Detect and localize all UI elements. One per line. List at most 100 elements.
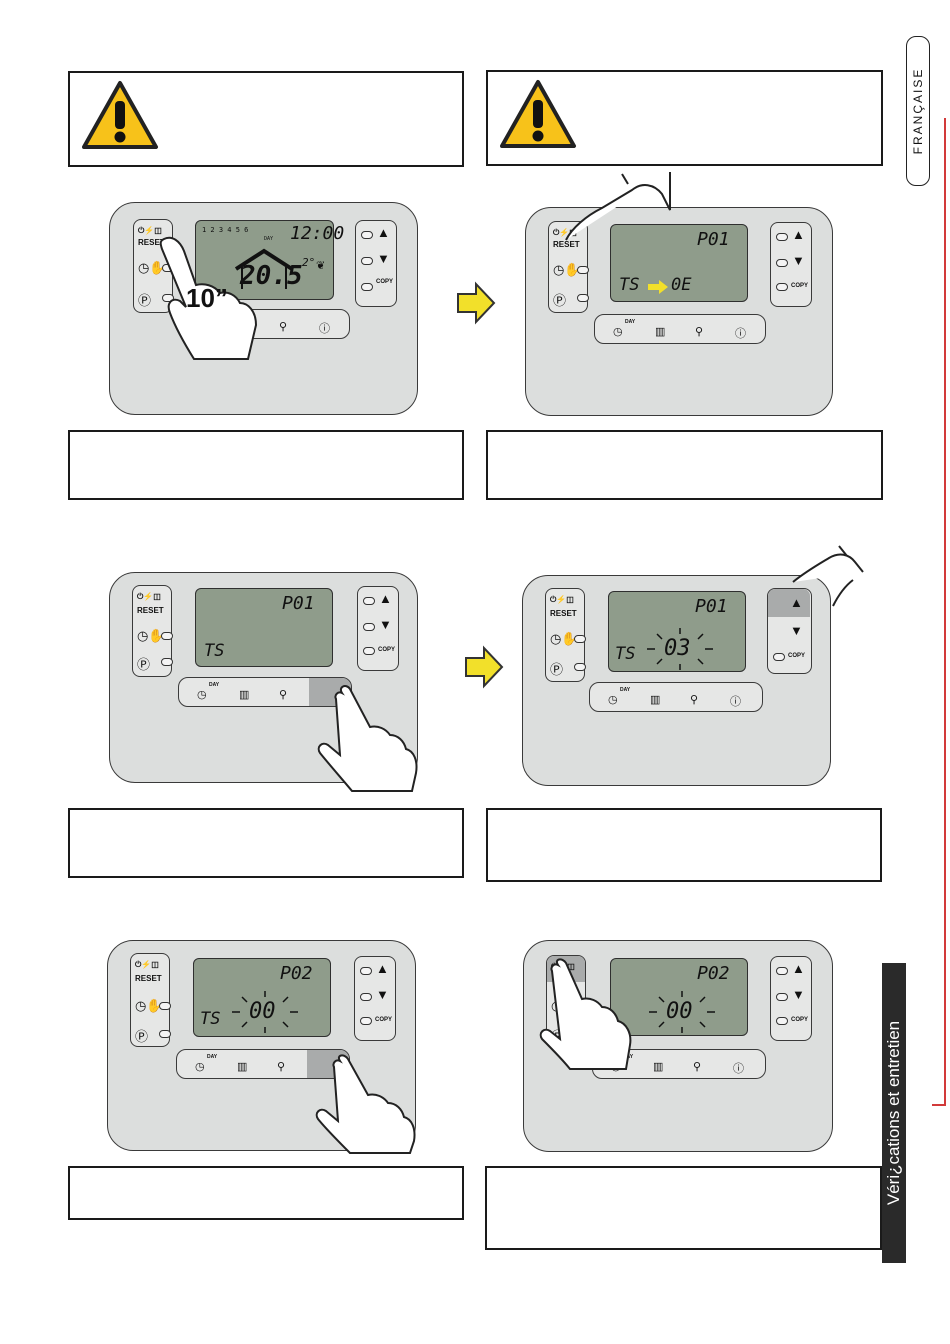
lcd-display: P01 TS <box>195 588 333 667</box>
lcd-display: P02 00 <box>610 958 748 1036</box>
bottom-button-row[interactable]: ◷ DAY ▥ ⚲ ⓘ <box>594 314 766 344</box>
power-dhw-icon: ⏻⚡◫ <box>550 595 574 604</box>
lcd-display: 1 2 3 4 5 6 DAY 12:00 20.5 2° ❦ <box>195 220 344 300</box>
up-arrow-icon[interactable]: ▲ <box>379 591 392 606</box>
ts-label: TS <box>615 644 636 664</box>
right-button-column[interactable]: ▲ ▼ COPY <box>354 956 396 1041</box>
parameter-value: 00 <box>666 999 693 1024</box>
up-arrow-icon[interactable]: ▲ <box>792 227 805 242</box>
info-icon: ⓘ <box>733 1063 744 1075</box>
lcd-display: P01 TS 03 <box>608 591 746 672</box>
parameter-code: P01 <box>282 593 315 614</box>
margin-line <box>944 118 946 1106</box>
caption-box-5 <box>68 1166 464 1220</box>
right-button-column[interactable]: ▲ ▼ COPY <box>357 586 399 671</box>
copy-label: COPY <box>791 1017 809 1023</box>
pressing-hand-icon <box>792 545 864 607</box>
radiator-icon: ▥ <box>237 1061 248 1073</box>
radiator-icon: ▥ <box>650 694 661 706</box>
language-tab: FRANÇAISE <box>906 36 930 186</box>
tap-icon: ⚲ <box>279 689 288 701</box>
right-button-column[interactable]: ▲ ▼ COPY <box>770 956 812 1041</box>
small-temp: 2° <box>302 256 316 269</box>
day-label: DAY <box>209 682 220 688</box>
up-arrow-icon[interactable]: ▲ <box>377 225 390 240</box>
right-button-column[interactable]: ▲ ▼ COPY <box>355 220 397 307</box>
warning-icon <box>500 80 576 148</box>
parameter-value: 0E <box>671 275 692 295</box>
warning-box-left <box>68 71 464 167</box>
clock-day-icon: ◷ <box>195 1061 205 1073</box>
pressing-hand-icon <box>315 1054 416 1154</box>
right-button-column[interactable]: ▲ ▼ COPY <box>770 222 812 307</box>
lcd-display: P01 TS 0E <box>610 224 748 302</box>
down-arrow-icon[interactable]: ▼ <box>790 623 803 638</box>
time-display: 12:00 <box>290 223 345 244</box>
pressing-hand-icon <box>565 172 671 241</box>
language-label: FRANÇAISE <box>911 67 925 155</box>
radiator-icon: ▥ <box>653 1061 664 1073</box>
pressing-hand-icon <box>317 685 418 792</box>
next-arrow-icon <box>457 281 496 325</box>
parameter-value: 00 <box>249 999 276 1024</box>
radiator-icon: ▥ <box>655 326 666 338</box>
left-button-column[interactable]: ⏻⚡◫ RESET ◷✋ Ⓟ <box>133 219 174 313</box>
clock-hand-icon: ◷✋ <box>550 631 578 646</box>
ts-label: TS <box>204 641 225 661</box>
info-icon: ⓘ <box>319 323 330 335</box>
caption-box-3 <box>68 808 464 878</box>
clock-hand-icon: ◷✋ <box>137 628 165 643</box>
clock-day-icon: ◷ <box>608 694 618 706</box>
program-days: 1 2 3 4 5 6 <box>202 226 249 234</box>
up-arrow-icon[interactable]: ▲ <box>376 961 389 976</box>
parameter-value: 03 <box>664 636 691 661</box>
thermostat-panel-1: ⏻⚡◫ RESET ◷✋ Ⓟ 1 2 3 4 5 6 DAY 12:00 20.… <box>109 202 418 415</box>
left-button-column[interactable]: ⏻⚡◫ RESET ◷✋ Ⓟ <box>545 588 586 682</box>
blink-rays-icon <box>647 628 713 670</box>
thermostat-panel-6: ⏻⚡◫ ◷✋ Ⓟ P02 00 ▲ ▼ COPY ◷ DAY ▥ ⚲ ⓘ <box>523 940 833 1152</box>
section-tab: Véri¿cations et entretien <box>882 963 906 1263</box>
power-dhw-icon: ⏻⚡◫ <box>553 228 577 237</box>
radiator-icon: ▥ <box>239 689 250 701</box>
thermostat-panel-4: ⏻⚡◫ RESET ◷✋ Ⓟ P01 TS 03 ▲ ▼ COPY ◷ DAY … <box>522 545 864 786</box>
tap-icon: ⚲ <box>277 1061 286 1073</box>
down-arrow-icon[interactable]: ▼ <box>379 617 392 632</box>
tap-icon: ⚲ <box>693 1061 702 1073</box>
down-arrow-icon[interactable]: ▼ <box>792 253 805 268</box>
reset-label: RESET <box>135 974 162 983</box>
down-arrow-icon[interactable]: ▼ <box>377 251 390 266</box>
tap-icon: ⚲ <box>695 326 704 338</box>
program-icon: Ⓟ <box>135 1029 149 1044</box>
reset-label: RESET <box>550 609 577 618</box>
bottom-button-row[interactable]: ◷ DAY ▥ ⚲ <box>176 1049 350 1079</box>
day-label: DAY <box>620 687 631 693</box>
right-button-column[interactable]: ▲ ▼ COPY <box>767 588 812 674</box>
down-arrow-icon[interactable]: ▼ <box>376 987 389 1002</box>
bottom-button-row[interactable]: ◷ DAY ▥ ⚲ ⓘ <box>589 682 763 712</box>
clock-hand-icon: ◷✋ <box>553 262 581 277</box>
clock-hand-icon: ◷✋ <box>135 998 163 1013</box>
reset-label: RESET <box>553 240 580 249</box>
thermostat-panel-3: ⏻⚡◫ RESET ◷✋ Ⓟ P01 TS ▲ ▼ COPY ◷ DAY ▥ ⚲ <box>109 572 418 792</box>
caption-box-6 <box>485 1166 882 1250</box>
pressing-hand-icon <box>159 236 258 360</box>
left-button-column[interactable]: ⏻⚡◫ RESET ◷✋ Ⓟ <box>548 221 589 313</box>
lcd-display: P02 TS 00 <box>193 958 331 1037</box>
up-arrow-icon[interactable]: ▲ <box>792 961 805 976</box>
up-arrow-icon[interactable]: ▲ <box>790 595 803 610</box>
clock-day-icon: ◷ <box>197 689 207 701</box>
copy-label: COPY <box>376 279 394 285</box>
day-label: DAY <box>264 236 274 242</box>
caption-box-2 <box>486 430 883 500</box>
blink-rays-icon <box>232 991 298 1033</box>
ts-label: TS <box>200 1009 221 1029</box>
left-button-column[interactable]: ⏻⚡◫ RESET ◷✋ Ⓟ <box>130 953 171 1047</box>
program-icon: Ⓟ <box>137 657 151 672</box>
up-button-pressed[interactable] <box>768 589 810 617</box>
info-icon: ⓘ <box>730 696 741 708</box>
power-dhw-icon: ⏻⚡◫ <box>137 592 161 601</box>
hold-time-label: 10” <box>186 283 228 313</box>
section-label: Véri¿cations et entretien <box>884 1020 903 1206</box>
down-arrow-icon[interactable]: ▼ <box>792 987 805 1002</box>
left-button-column[interactable]: ⏻⚡◫ RESET ◷✋ Ⓟ <box>132 585 173 677</box>
